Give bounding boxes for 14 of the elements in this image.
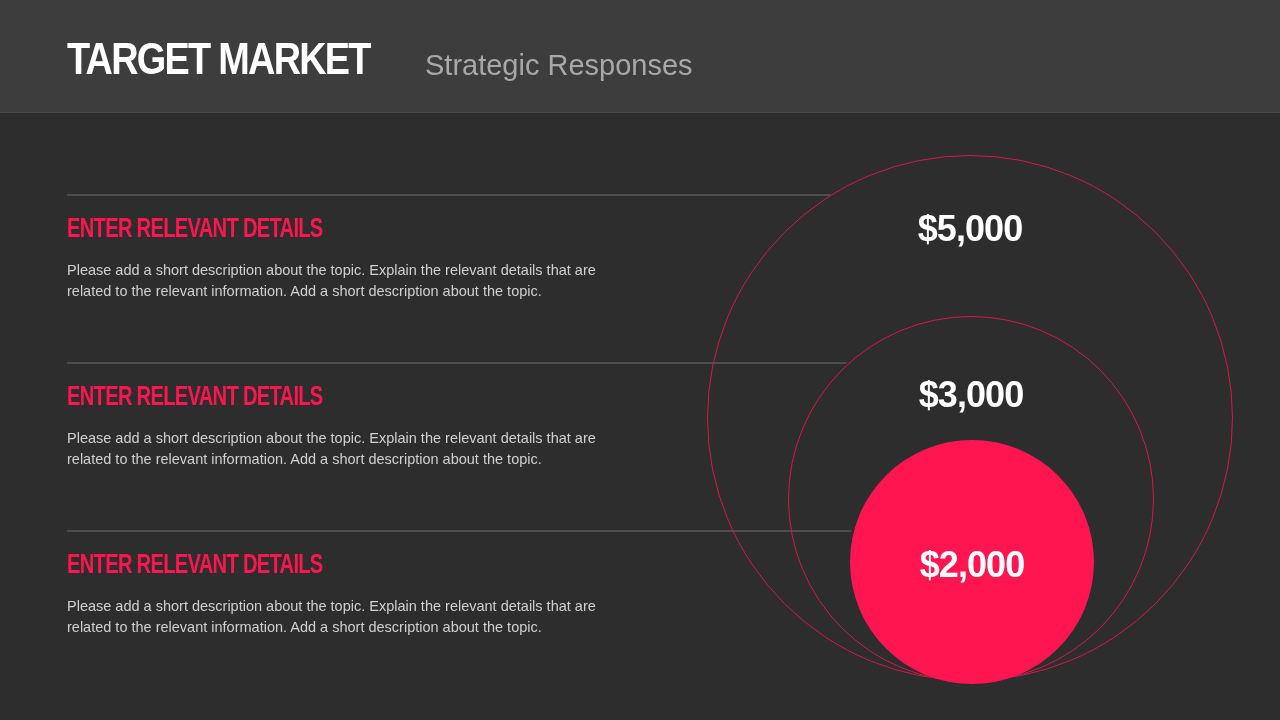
description: Please add a short description about the topic. Explain the relevant details that are related to the relevant information. Add a short description about the topic. <box>67 261 597 301</box>
description: Please add a short description about the topic. Explain the relevant details that are related to the relevant information. Add a short description about the topic. <box>67 429 597 469</box>
section-heading: ENTER RELEVANT DETAILS <box>67 211 324 245</box>
section-heading: ENTER RELEVANT DETAILS <box>67 379 324 413</box>
rule-line <box>66 362 847 364</box>
rule-line <box>66 530 852 532</box>
section-heading: ENTER RELEVANT DETAILS <box>67 547 324 581</box>
subtitle: Strategic Responses <box>425 48 693 82</box>
amount-label: $2,000 <box>919 543 1025 587</box>
amount-label: $3,000 <box>918 373 1024 417</box>
title: TARGET MARKET <box>67 34 370 84</box>
rule-line <box>66 194 832 196</box>
amount-label: $5,000 <box>917 207 1023 251</box>
description: Please add a short description about the topic. Explain the relevant details that are related to the relevant information. Add a short description about the topic. <box>67 597 597 637</box>
